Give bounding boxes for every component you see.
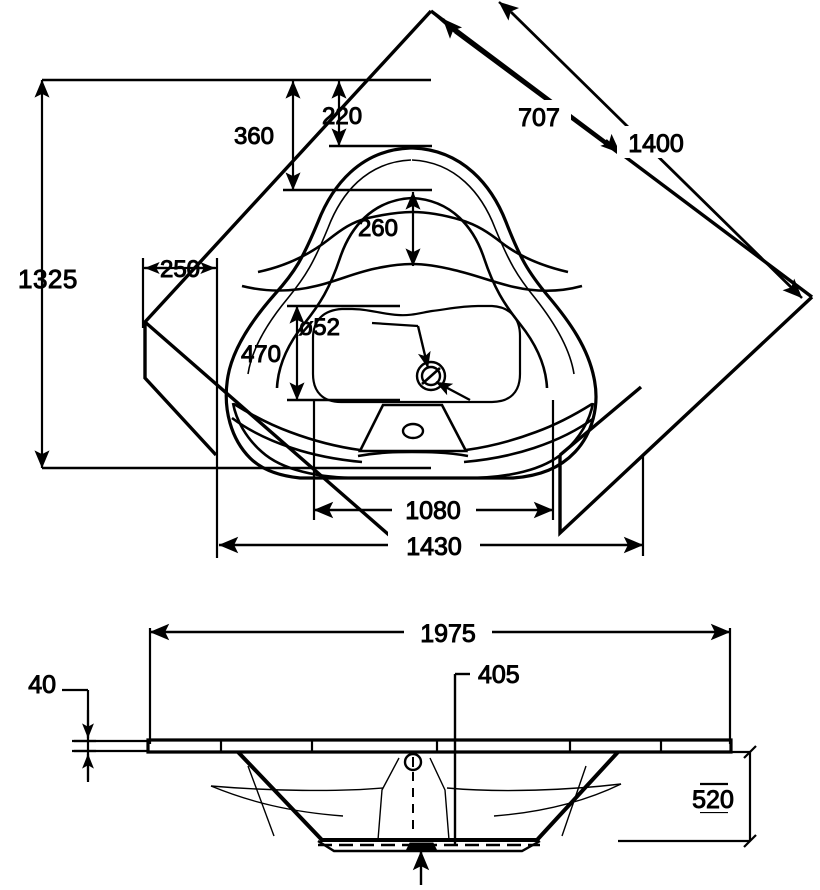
dim-1430-label: 1430 — [406, 533, 462, 561]
section-drain-icon — [403, 752, 423, 772]
dim-1325-label: 1325 — [18, 264, 78, 294]
dim-1975-label: 1975 — [420, 620, 476, 648]
section-tub-body — [236, 750, 620, 842]
dim-250 — [141, 258, 219, 558]
dim-520-label: 520 — [692, 786, 734, 814]
dim-405-label: 405 — [478, 661, 520, 689]
dim-470 — [287, 304, 400, 402]
dim-220 — [329, 80, 432, 148]
section-rim-left-extension — [72, 739, 148, 753]
dim-260-label: 260 — [358, 215, 398, 242]
dim-220-label: 220 — [322, 103, 362, 130]
dim-360 — [283, 80, 432, 192]
dim-250-label: 250 — [160, 256, 200, 283]
section-tub-bottom-band — [317, 839, 541, 853]
dim-707-label: 707 — [518, 104, 560, 132]
overflow-hole-icon — [401, 422, 425, 440]
tub-outer-contour — [224, 146, 598, 480]
tub-bowl-upper-curve — [257, 210, 569, 274]
dim-40-label: 40 — [28, 671, 56, 699]
section-rim-slab — [146, 738, 733, 754]
diamond-envelope — [143, 9, 814, 557]
dim-1080-label-top: 1080 — [405, 497, 461, 525]
tub-lower-sweeps — [231, 402, 595, 480]
dim-40 — [62, 688, 96, 782]
tub-drain-plinth — [357, 403, 469, 458]
tub-bowl-seat-contour — [241, 262, 583, 292]
dim-405-leader — [453, 672, 470, 748]
dim-d52-leader — [371, 321, 471, 402]
dim-1400-label: 1400 — [628, 130, 684, 158]
section-interior-lines — [210, 757, 622, 841]
tub-inner-bowl — [311, 304, 522, 404]
dim-1325 — [34, 78, 431, 470]
tub-rim-contour — [247, 159, 575, 375]
drain-icon — [415, 360, 447, 392]
dim-520 — [618, 745, 757, 848]
dim-360-label: 360 — [234, 123, 274, 150]
dim-d52-label: ø52 — [299, 314, 340, 341]
dim-470-label: 470 — [241, 341, 281, 368]
tub-inner-ledge — [275, 196, 549, 389]
